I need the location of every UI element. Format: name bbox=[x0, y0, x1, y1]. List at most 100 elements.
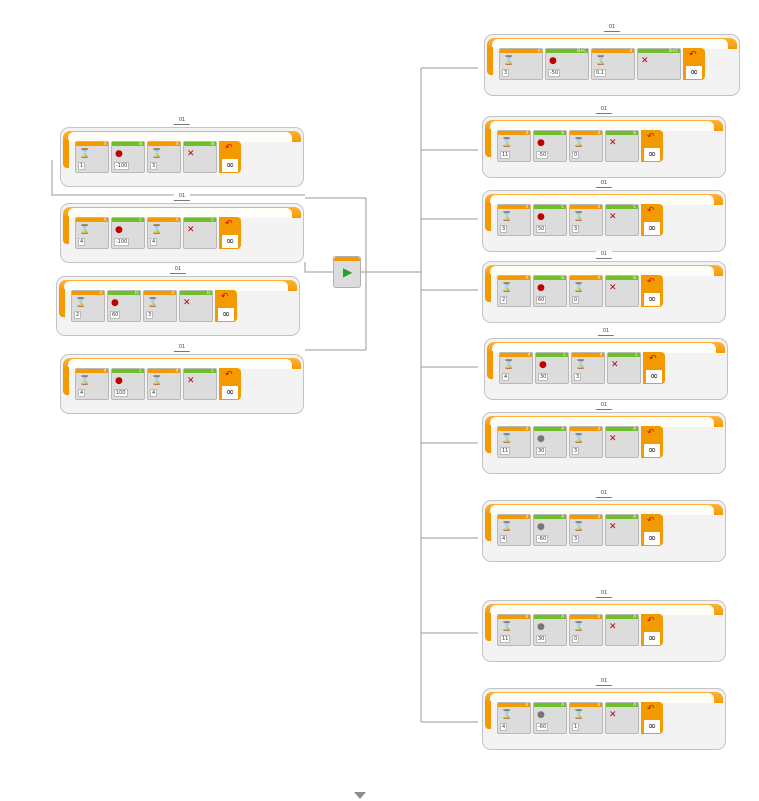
stop-block[interactable]: A✕ bbox=[605, 702, 639, 734]
sound-block[interactable]: 4⌛0.1 bbox=[591, 48, 635, 80]
loop-end[interactable]: ↶∞ bbox=[215, 290, 237, 322]
loop-end[interactable]: ↶∞ bbox=[641, 426, 663, 458]
loop-R3[interactable]: 01 4⌛3 C●50 4⌛3 C✕ ↶∞ bbox=[482, 180, 726, 252]
sound-block[interactable]: 4⌛0 bbox=[569, 275, 603, 307]
sound-block[interactable]: 4⌛2 bbox=[497, 275, 531, 307]
motor-block[interactable]: A●30 bbox=[533, 426, 567, 458]
loop-R9[interactable]: 01 4⌛4 A●-60 4⌛1 A✕ ↶∞ bbox=[482, 678, 726, 750]
block-value[interactable]: 4 bbox=[78, 389, 86, 397]
loop-end[interactable]: ↶∞ bbox=[219, 368, 241, 400]
stop-block[interactable]: A✕ bbox=[605, 426, 639, 458]
loop-end[interactable]: ↶∞ bbox=[641, 275, 663, 307]
sound-block[interactable]: 4⌛4 bbox=[147, 368, 181, 400]
loop-end[interactable]: ↶∞ bbox=[641, 514, 663, 546]
infinity-icon[interactable]: ∞ bbox=[646, 370, 662, 383]
motor-block[interactable]: A●-60 bbox=[533, 514, 567, 546]
block-value[interactable]: 30 bbox=[536, 447, 547, 455]
motor-block[interactable]: C●100 bbox=[111, 368, 145, 400]
block-value[interactable]: 4 bbox=[78, 238, 86, 246]
stop-block[interactable]: B✕ bbox=[605, 275, 639, 307]
sound-block[interactable]: 4⌛3 bbox=[569, 514, 603, 546]
infinity-icon[interactable]: ∞ bbox=[644, 148, 660, 161]
loop-R4[interactable]: 01 4⌛2 B●60 4⌛0 B✕ ↶∞ bbox=[482, 251, 726, 323]
block-value[interactable]: 30 bbox=[538, 373, 549, 381]
block-value[interactable]: -100 bbox=[114, 238, 130, 246]
block-value[interactable]: 100 bbox=[114, 389, 128, 397]
infinity-icon[interactable]: ∞ bbox=[686, 66, 702, 79]
block-value[interactable]: 3 bbox=[572, 447, 580, 455]
sound-block[interactable]: 4⌛3 bbox=[569, 426, 603, 458]
block-value[interactable]: 3 bbox=[146, 311, 154, 319]
loop-R6[interactable]: 01 4⌛11 A●30 4⌛3 A✕ ↶∞ bbox=[482, 402, 726, 474]
infinity-icon[interactable]: ∞ bbox=[222, 235, 238, 248]
motor-block[interactable]: B●60 bbox=[533, 275, 567, 307]
stop-block[interactable]: A✕ bbox=[605, 614, 639, 646]
infinity-icon[interactable]: ∞ bbox=[644, 532, 660, 545]
stop-block[interactable]: B+C✕ bbox=[637, 48, 681, 80]
infinity-icon[interactable]: ∞ bbox=[644, 222, 660, 235]
stop-block[interactable]: B✕ bbox=[183, 141, 217, 173]
infinity-icon[interactable]: ∞ bbox=[644, 444, 660, 457]
motor-block[interactable]: C●-100 bbox=[111, 217, 145, 249]
infinity-icon[interactable]: ∞ bbox=[644, 720, 660, 733]
start-block[interactable]: ▶ bbox=[333, 256, 361, 288]
stop-block[interactable]: D✕ bbox=[179, 290, 213, 322]
loop-end[interactable]: ↶∞ bbox=[641, 204, 663, 236]
loop-end[interactable]: ↶∞ bbox=[641, 614, 663, 646]
loop-end[interactable]: ↶∞ bbox=[683, 48, 705, 80]
loop-end[interactable]: ↶∞ bbox=[641, 702, 663, 734]
block-value[interactable]: 3 bbox=[500, 225, 508, 233]
sound-block[interactable]: 4⌛4 bbox=[147, 217, 181, 249]
block-value[interactable]: 11 bbox=[500, 151, 511, 159]
sound-block[interactable]: 4⌛3 bbox=[497, 204, 531, 236]
block-value[interactable]: 3 bbox=[150, 162, 158, 170]
sound-block[interactable]: 4⌛4 bbox=[497, 702, 531, 734]
block-value[interactable]: 11 bbox=[500, 447, 511, 455]
block-value[interactable]: 4 bbox=[500, 535, 508, 543]
infinity-icon[interactable]: ∞ bbox=[644, 293, 660, 306]
loop-end[interactable]: ↶∞ bbox=[641, 130, 663, 162]
infinity-icon[interactable]: ∞ bbox=[644, 632, 660, 645]
loop-L4[interactable]: 01 4⌛4 C●100 4⌛4 C✕ ↶∞ bbox=[60, 344, 304, 414]
sound-block[interactable]: 4⌛4 bbox=[75, 368, 109, 400]
stop-block[interactable]: C✕ bbox=[183, 217, 217, 249]
sound-block[interactable]: 4⌛11 bbox=[497, 614, 531, 646]
stop-block[interactable]: B✕ bbox=[605, 130, 639, 162]
loop-L1[interactable]: 01 4⌛1 B●-100 4⌛3 B✕ ↶∞ bbox=[60, 117, 304, 187]
motor-block[interactable]: B●-50 bbox=[533, 130, 567, 162]
sound-block[interactable]: 4⌛0 bbox=[569, 130, 603, 162]
sound-block[interactable]: 4⌛4 bbox=[499, 352, 533, 384]
motor-block[interactable]: A●30 bbox=[533, 614, 567, 646]
sound-block[interactable]: 4⌛4 bbox=[75, 217, 109, 249]
block-value[interactable]: -50 bbox=[536, 151, 549, 159]
block-value[interactable]: 11 bbox=[500, 635, 511, 643]
sound-block[interactable]: 4⌛0 bbox=[569, 614, 603, 646]
infinity-icon[interactable]: ∞ bbox=[222, 159, 238, 172]
sound-block[interactable]: 4⌛11 bbox=[497, 130, 531, 162]
block-value[interactable]: 0 bbox=[572, 635, 580, 643]
motor-block[interactable]: A●-60 bbox=[533, 702, 567, 734]
block-value[interactable]: -50 bbox=[548, 69, 561, 77]
sound-block[interactable]: 4⌛1 bbox=[75, 141, 109, 173]
chevron-down-icon[interactable] bbox=[354, 792, 366, 799]
block-value[interactable]: 1 bbox=[572, 723, 580, 731]
block-value[interactable]: 30 bbox=[536, 635, 547, 643]
block-value[interactable]: 4 bbox=[150, 389, 158, 397]
block-value[interactable]: 1 bbox=[78, 162, 86, 170]
loop-end[interactable]: ↶∞ bbox=[643, 352, 665, 384]
block-value[interactable]: 4 bbox=[500, 723, 508, 731]
block-value[interactable]: 0 bbox=[572, 296, 580, 304]
sound-block[interactable]: 4⌛3 bbox=[569, 204, 603, 236]
sound-block[interactable]: 4⌛3 bbox=[147, 141, 181, 173]
block-value[interactable]: 50 bbox=[536, 225, 547, 233]
motor-block[interactable]: D●60 bbox=[107, 290, 141, 322]
sound-block[interactable]: 4⌛3 bbox=[499, 48, 543, 80]
motor-block[interactable]: C●50 bbox=[533, 204, 567, 236]
block-value[interactable]: 2 bbox=[500, 296, 508, 304]
block-value[interactable]: -60 bbox=[536, 723, 549, 731]
motor-block[interactable]: B+C●-50 bbox=[545, 48, 589, 80]
block-value[interactable]: 0 bbox=[572, 151, 580, 159]
loop-end[interactable]: ↶∞ bbox=[219, 141, 241, 173]
block-value[interactable]: 60 bbox=[536, 296, 547, 304]
sound-block[interactable]: 4⌛1 bbox=[569, 702, 603, 734]
